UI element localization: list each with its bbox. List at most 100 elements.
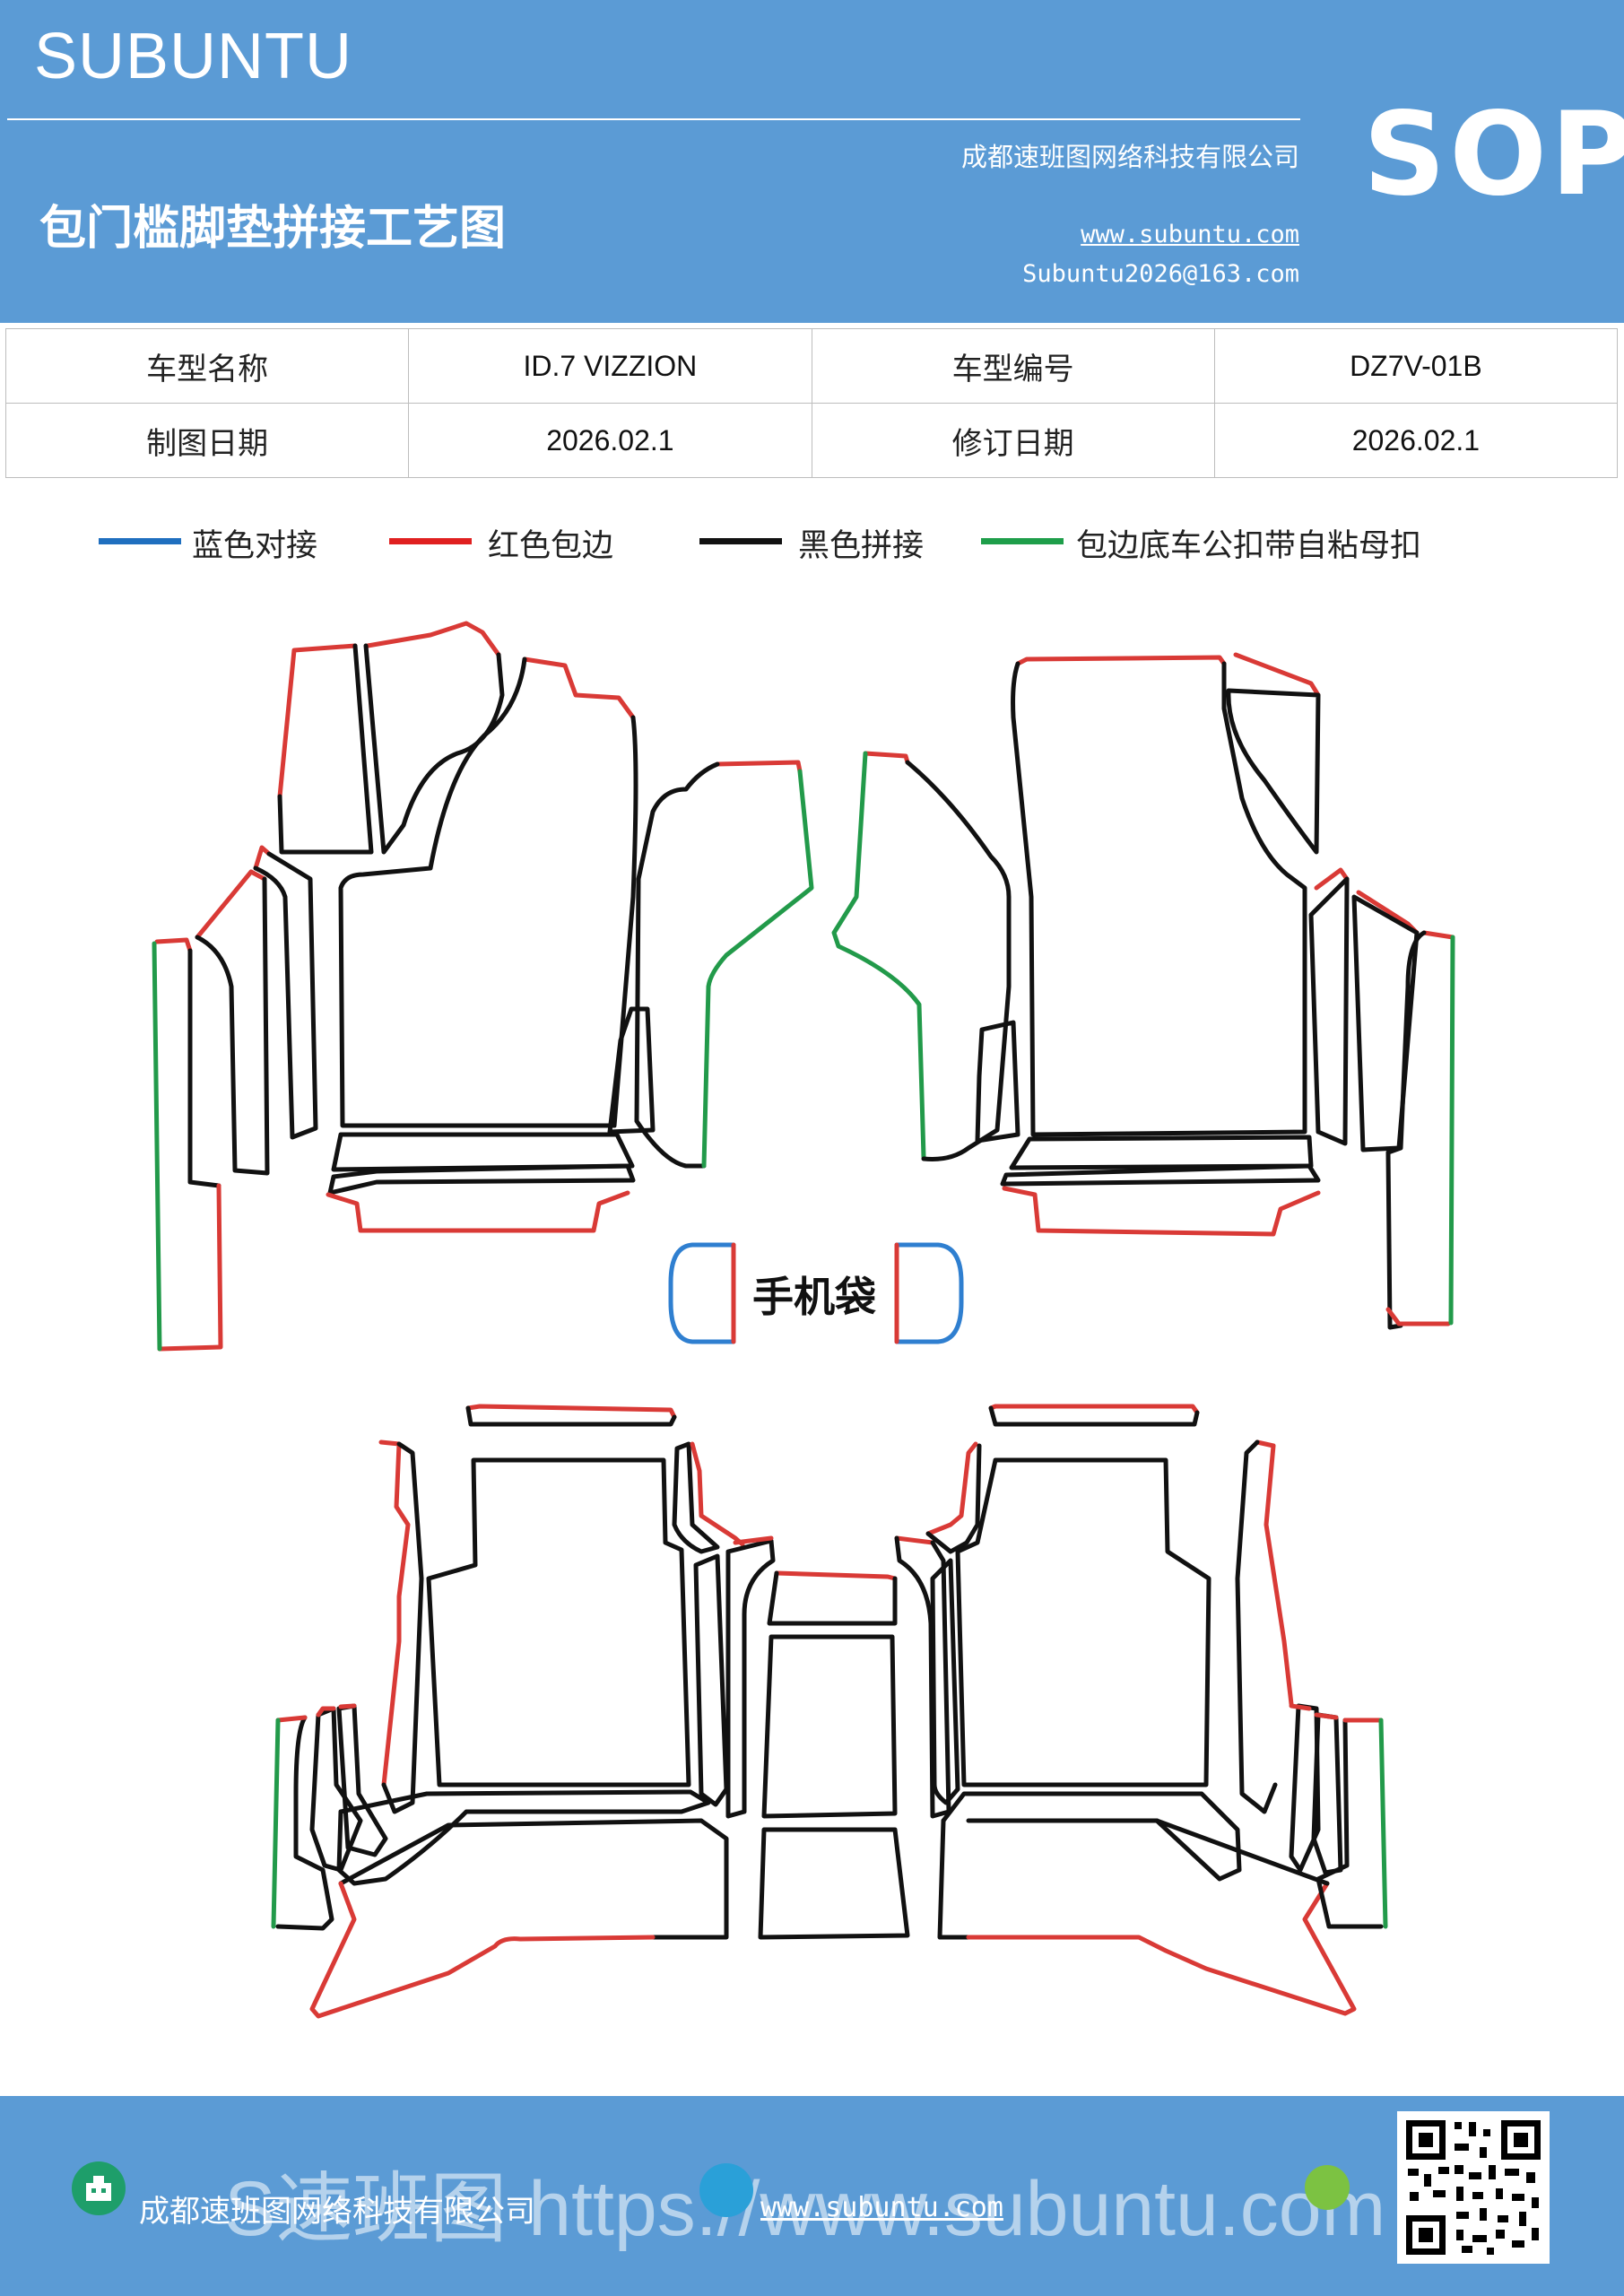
legend-swatch-green	[981, 538, 1064, 544]
front-left-mat	[152, 621, 814, 1352]
qr-code-pattern	[1406, 2120, 1541, 2255]
red-seam-line	[195, 869, 267, 940]
black-seam-line	[1226, 688, 1321, 855]
red-seam-line	[966, 1881, 1357, 2016]
black-seam-line	[327, 1163, 636, 1196]
black-seam-line	[336, 1789, 711, 1886]
draw-date-label: 制图日期	[4, 403, 410, 478]
black-seam-line	[905, 760, 1012, 1161]
footer-website-link[interactable]: www.subuntu.com	[760, 2192, 1003, 2223]
legend-label-blue: 蓝色对接	[192, 528, 318, 564]
black-seam-line	[955, 1457, 1211, 1787]
red-seam-line	[1385, 1307, 1451, 1326]
blue-seam-line	[668, 1242, 736, 1344]
black-seam-line	[1011, 661, 1307, 1137]
black-seam-line	[338, 657, 638, 1128]
black-seam-line	[187, 948, 221, 1188]
revise-date-value: 2026.02.1	[1213, 403, 1619, 478]
model-name-label: 车型名称	[4, 328, 410, 404]
company-name: 成都速班图网络科技有限公司	[960, 142, 1299, 172]
black-seam-line	[941, 1791, 1242, 1882]
floor-mat-diagram: 手机袋	[152, 621, 1455, 2019]
red-seam-line	[1233, 652, 1321, 698]
red-seam-line	[1002, 1186, 1321, 1237]
black-seam-line	[1385, 930, 1427, 1330]
model-code-value: DZ7V-01B	[1213, 328, 1619, 404]
model-code-label: 车型编号	[811, 328, 1215, 404]
black-seam-line	[336, 1703, 388, 1857]
black-seam-line	[253, 851, 318, 1140]
black-seam-line	[925, 1443, 982, 1554]
phone-bag-label: 手机袋	[752, 1273, 876, 1321]
black-seam-line	[275, 1715, 334, 1931]
draw-date-value: 2026.02.1	[408, 403, 812, 478]
black-seam-line	[930, 1558, 960, 1805]
contact-email: Subuntu2026@163.com	[1022, 260, 1299, 288]
black-seam-line	[634, 761, 720, 1169]
black-seam-line	[761, 1634, 898, 1819]
header-banner	[0, 0, 1624, 323]
qr-code	[1397, 2111, 1550, 2264]
red-seam-line	[157, 1183, 223, 1352]
black-seam-line	[975, 1020, 1020, 1144]
black-seam-line	[1289, 1703, 1321, 1873]
black-seam-line	[758, 1827, 910, 1940]
front-right-mat	[831, 652, 1455, 1330]
black-seam-line	[331, 1132, 635, 1172]
wechat-icon	[1305, 2165, 1350, 2210]
legend-label-black: 黑色拼接	[798, 528, 925, 564]
red-seam-line	[988, 1404, 1200, 1415]
legend-swatch-black	[699, 538, 782, 544]
green-seam-line	[152, 941, 162, 1352]
red-seam-line	[309, 1881, 656, 2019]
globe-icon	[699, 2163, 753, 2217]
legend-swatch-blue	[99, 538, 181, 544]
black-seam-line	[693, 1553, 729, 1807]
red-seam-line	[715, 760, 803, 774]
black-seam-line	[894, 1535, 951, 1819]
red-seam-line	[154, 937, 193, 953]
footer-company: 成都速班图网络科技有限公司	[139, 2194, 535, 2230]
red-seam-line	[316, 1706, 336, 1718]
black-seam-line	[725, 1538, 776, 1819]
black-seam-line	[277, 643, 374, 855]
green-seam-line	[1378, 1718, 1388, 1929]
red-seam-line	[275, 1715, 308, 1723]
document-title: 包门槛脚垫拼接工艺图	[39, 202, 507, 256]
legend-swatch-red	[389, 538, 472, 544]
red-seam-line	[1314, 1712, 1339, 1720]
table-row: 车型名称 ID.7 VIZZION 车型编号 DZ7V-01B	[4, 328, 1619, 404]
rear-center-hump	[758, 1570, 910, 1940]
red-seam-line	[925, 1441, 978, 1536]
red-seam-line	[522, 657, 636, 720]
red-seam-line	[1421, 930, 1455, 940]
black-seam-line	[309, 1706, 363, 1873]
black-seam-line	[1154, 1818, 1330, 1886]
legend-label-green: 包边底车公扣带自粘母扣	[1076, 528, 1422, 564]
black-seam-line	[607, 1006, 656, 1135]
black-seam-line	[988, 1405, 1200, 1427]
red-seam-line	[253, 845, 272, 871]
red-seam-line	[1255, 1439, 1294, 1707]
red-seam-line	[774, 1570, 898, 1581]
black-seam-line	[195, 876, 270, 1176]
vehicle-info-table: 车型名称 ID.7 VIZZION 车型编号 DZ7V-01B 制图日期 202…	[4, 328, 1619, 478]
black-seam-line	[672, 1441, 720, 1554]
red-seam-line	[378, 1439, 411, 1787]
rear-right-mat	[894, 1404, 1388, 2016]
sop-badge: SOP	[1363, 88, 1624, 222]
black-seam-line	[937, 1818, 971, 1940]
red-seam-line	[894, 1535, 935, 1545]
green-seam-line	[1448, 935, 1455, 1326]
black-seam-line	[426, 1457, 691, 1787]
red-seam-line	[733, 1535, 774, 1545]
header-divider	[7, 118, 1300, 120]
red-seam-line	[338, 1703, 357, 1709]
phone-bag: 手机袋	[668, 1242, 964, 1344]
black-seam-line	[1000, 1163, 1321, 1187]
red-seam-line	[365, 621, 501, 657]
footer-banner	[0, 2096, 1624, 2296]
black-seam-line	[381, 1441, 424, 1814]
red-seam-line	[1314, 867, 1350, 891]
website-link[interactable]: www.subuntu.com	[1081, 221, 1299, 248]
